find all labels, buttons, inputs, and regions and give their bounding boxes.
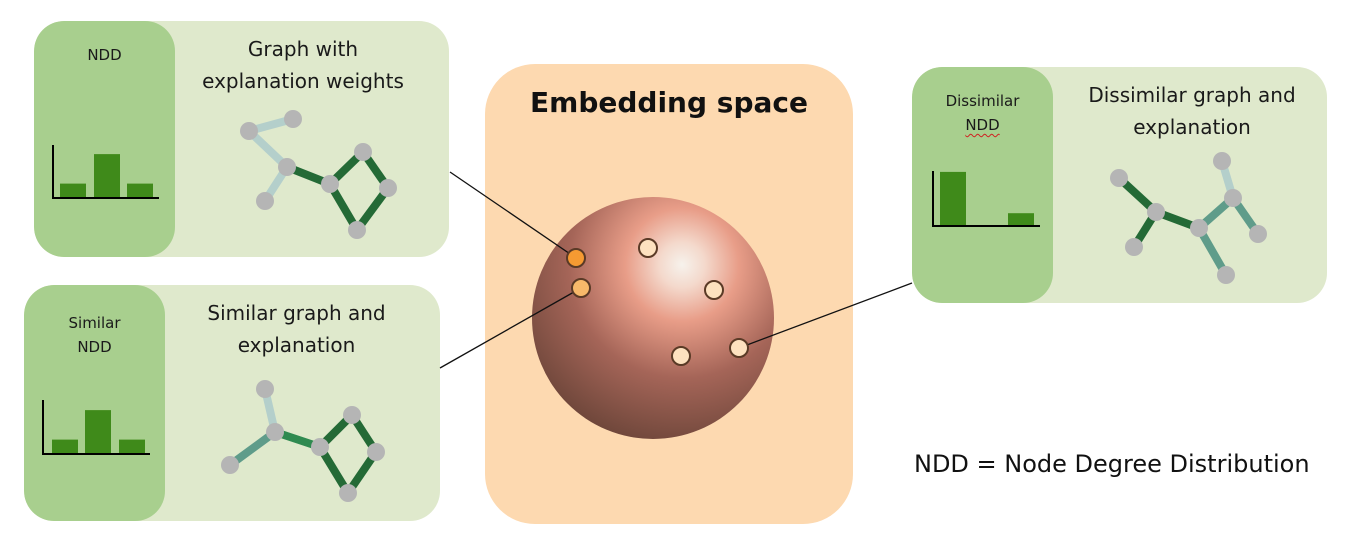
similar-ndd-label-line-1: Similar bbox=[68, 314, 121, 332]
graph-node bbox=[278, 158, 296, 176]
graph-node bbox=[311, 438, 329, 456]
ndd-legend: NDD = Node Degree Distribution bbox=[914, 450, 1310, 478]
graph-node bbox=[1217, 266, 1235, 284]
dissimilar-ndd-axes bbox=[932, 171, 1040, 227]
graph-node bbox=[379, 179, 397, 197]
similar-graph-title: Similar graph and explanation bbox=[174, 297, 419, 361]
dissimilar-ndd-bar bbox=[1008, 213, 1034, 225]
graph-edge bbox=[1195, 226, 1230, 277]
graph-node bbox=[321, 175, 339, 193]
graph-node bbox=[348, 221, 366, 239]
dissimilar-ndd-bar bbox=[940, 171, 966, 225]
similar-graph-panel: Similar NDD Similar graph and explanatio… bbox=[24, 285, 440, 521]
similar-graph bbox=[221, 380, 385, 502]
graph-node bbox=[1190, 219, 1208, 237]
embedding-point-original bbox=[566, 248, 586, 268]
similar-ndd-label: Similar NDD bbox=[24, 311, 165, 359]
original-ndd-label-line: NDD bbox=[87, 46, 122, 64]
graph-node bbox=[1213, 152, 1231, 170]
dissimilar-ndd-histogram bbox=[932, 171, 1040, 227]
embedding-point-dissimilar bbox=[729, 338, 749, 358]
similar-ndd-label-line-2: NDD bbox=[77, 338, 112, 356]
graph-node bbox=[354, 143, 372, 161]
original-ndd-histogram bbox=[52, 145, 159, 199]
graph-node bbox=[1110, 169, 1128, 187]
dissimilar-graph-title-line-2: explanation bbox=[1133, 115, 1251, 139]
original-ndd-label: NDD bbox=[34, 43, 175, 67]
dissimilar-graph bbox=[1110, 152, 1267, 284]
graph-node bbox=[284, 110, 302, 128]
graph-node bbox=[367, 443, 385, 461]
graph-node bbox=[1224, 189, 1242, 207]
similar-ndd-axes bbox=[42, 400, 150, 455]
similar-ndd-bar bbox=[119, 439, 145, 453]
graph-node bbox=[1249, 225, 1267, 243]
connector-dissimilar bbox=[738, 282, 913, 349]
original-ndd-panel: NDD bbox=[34, 21, 175, 257]
original-ndd-axes bbox=[52, 145, 159, 199]
embedding-space-title: Embedding space bbox=[530, 86, 808, 119]
original-graph-title: Graph with explanation weights bbox=[180, 33, 426, 97]
similar-graph-title-line-1: Similar graph and bbox=[207, 301, 386, 325]
graph-node bbox=[240, 122, 258, 140]
graph-node bbox=[1125, 238, 1143, 256]
graph-node bbox=[1147, 203, 1165, 221]
embedding-point bbox=[671, 346, 691, 366]
original-ndd-bar bbox=[60, 183, 86, 197]
similar-ndd-panel: Similar NDD bbox=[24, 285, 165, 521]
dissimilar-graph-title: Dissimilar graph and explanation bbox=[1060, 79, 1324, 143]
original-ndd-bar bbox=[94, 154, 120, 197]
graph-node bbox=[221, 456, 239, 474]
original-graph-title-line-2: explanation weights bbox=[202, 69, 404, 93]
graph-node bbox=[343, 406, 361, 424]
similar-ndd-histogram bbox=[42, 400, 150, 455]
graph-node bbox=[339, 484, 357, 502]
embedding-sphere bbox=[532, 197, 774, 439]
connector-similar bbox=[439, 287, 582, 369]
similar-ndd-bar bbox=[85, 410, 111, 453]
connector-original bbox=[449, 171, 577, 259]
embedding-point bbox=[638, 238, 658, 258]
graph-node bbox=[266, 423, 284, 441]
similar-graph-title-line-2: explanation bbox=[237, 333, 356, 357]
dissimilar-ndd-label-line-2: NDD bbox=[965, 116, 1000, 134]
similar-ndd-bar bbox=[52, 439, 78, 453]
graph-edge bbox=[227, 428, 278, 469]
original-graph-title-line-1: Graph with bbox=[247, 37, 359, 61]
original-graph bbox=[240, 110, 397, 239]
original-graph-panel: NDD Graph with explanation weights bbox=[34, 21, 449, 257]
dissimilar-ndd-panel: Dissimilar NDD bbox=[912, 67, 1053, 303]
dissimilar-graph-title-line-1: Dissimilar graph and bbox=[1088, 83, 1296, 107]
graph-node bbox=[256, 380, 274, 398]
dissimilar-ndd-label-line-1: Dissimilar bbox=[945, 92, 1020, 110]
embedding-point-similar bbox=[571, 278, 591, 298]
dissimilar-ndd-label: Dissimilar NDD bbox=[912, 89, 1053, 137]
embedding-point bbox=[704, 280, 724, 300]
graph-node bbox=[256, 192, 274, 210]
original-ndd-bar bbox=[127, 183, 153, 197]
